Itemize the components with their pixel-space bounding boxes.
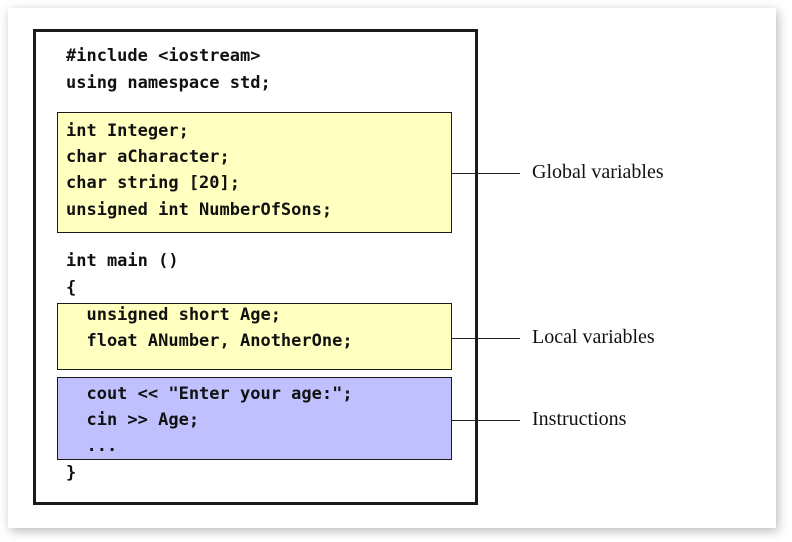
global-variables-label: Global variables — [532, 161, 664, 183]
instructions-block — [57, 377, 452, 460]
code-line-include: #include <iostream> — [66, 46, 261, 66]
local-variables-label: Local variables — [532, 326, 655, 348]
global-connector-line — [452, 173, 520, 174]
global-variables-block — [57, 112, 452, 233]
code-line-global-4: unsigned int NumberOfSons; — [66, 200, 333, 220]
code-line-global-1: int Integer; — [66, 121, 189, 141]
local-connector-line — [452, 338, 520, 339]
code-line-local-2: float ANumber, AnotherOne; — [66, 331, 353, 351]
local-variables-block — [57, 303, 452, 370]
code-line-instr-1: cout << "Enter your age:"; — [66, 384, 353, 404]
code-line-local-1: unsigned short Age; — [66, 305, 281, 325]
code-line-open-brace: { — [66, 278, 77, 298]
code-line-main: int main () — [66, 251, 179, 271]
instructions-label: Instructions — [532, 408, 627, 430]
code-line-instr-2: cin >> Age; — [66, 410, 200, 430]
code-line-close-brace: } — [66, 463, 77, 483]
code-line-global-2: char aCharacter; — [66, 147, 230, 167]
code-line-namespace: using namespace std; — [66, 73, 271, 93]
instructions-connector-line — [452, 420, 520, 421]
code-line-global-3: char string [20]; — [66, 173, 240, 193]
code-line-instr-3: ... — [66, 436, 118, 456]
